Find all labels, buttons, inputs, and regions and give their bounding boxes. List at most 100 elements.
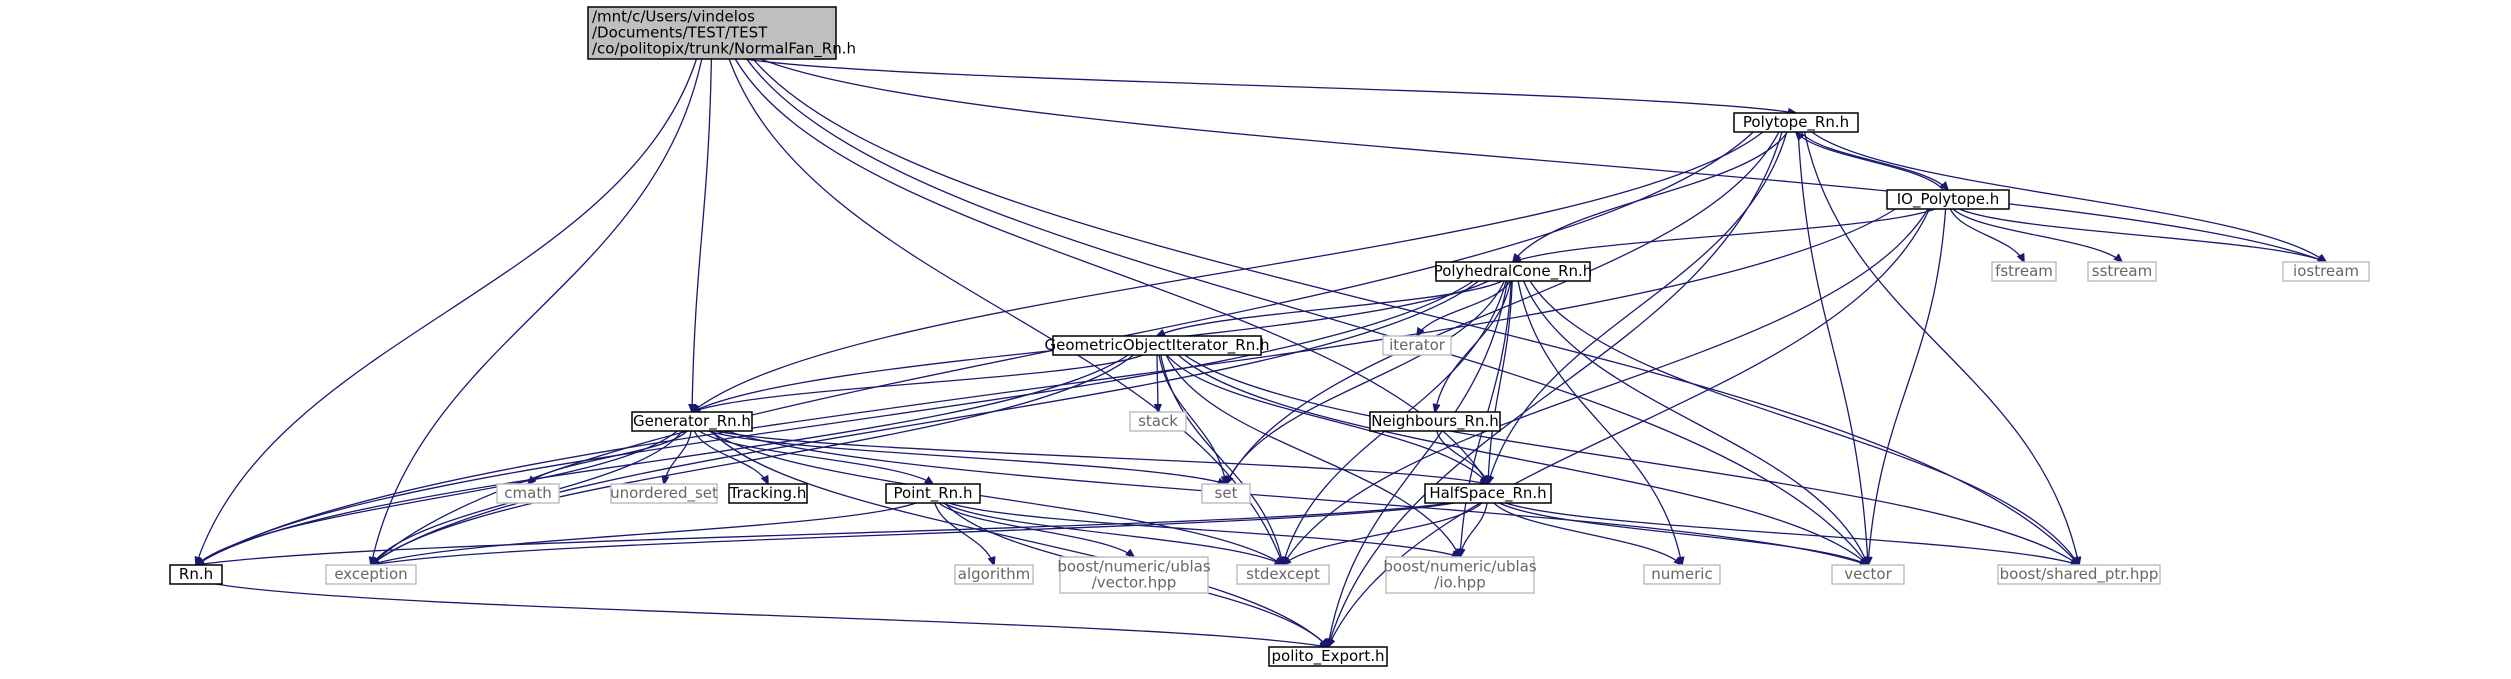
- edge-point-to-exception: [371, 502, 917, 565]
- node-label: Polytope_Rn.h: [1743, 113, 1849, 132]
- node-unordered: unordered_set: [610, 483, 718, 504]
- edge-cone-to-set: [1226, 280, 1505, 484]
- node-box: [1382, 335, 1452, 356]
- node-label: /vector.hpp: [1092, 574, 1177, 592]
- node-label: /io.hpp: [1434, 574, 1485, 592]
- node-box: [1385, 556, 1535, 594]
- node-point[interactable]: Point_Rn.h: [885, 483, 981, 504]
- edge-cone-to-goi: [1157, 280, 1503, 336]
- node-label: boost/numeric/ublas: [1383, 558, 1537, 576]
- edge-goi-to-half: [1166, 354, 1488, 484]
- edge-io-to-vector: [1868, 208, 1947, 565]
- node-box: [954, 564, 1034, 585]
- edge-gen-to-half: [715, 430, 1488, 484]
- node-box: [1052, 335, 1262, 356]
- node-label: polito_Export.h: [1272, 647, 1385, 666]
- edge-goi-to-vector: [1177, 354, 1868, 565]
- node-tracking[interactable]: Tracking.h: [728, 483, 808, 504]
- edge-half-to-ublasio: [1460, 502, 1488, 557]
- edge-cone-to-export: [1328, 280, 1509, 647]
- node-numeric: numeric: [1643, 564, 1721, 585]
- node-label: numeric: [1651, 565, 1712, 583]
- node-label: stack: [1138, 412, 1178, 430]
- node-box: [1991, 261, 2057, 282]
- node-export[interactable]: polito_Export.h: [1268, 646, 1388, 667]
- node-box: [2087, 261, 2157, 282]
- node-algorithm: algorithm: [954, 564, 1034, 585]
- edge-half-to-sharedptr: [1505, 502, 2079, 565]
- edge-gen-to-point: [698, 430, 933, 484]
- edge-cone-to-sharedptr: [1529, 280, 2079, 565]
- node-box: [1236, 564, 1330, 585]
- node-box: [1997, 564, 2161, 585]
- node-label: Tracking.h: [729, 484, 807, 502]
- node-box: [1435, 261, 1591, 282]
- node-box: [1424, 483, 1552, 504]
- node-root[interactable]: /mnt/c/Users/vindelos/Documents/TEST/TES…: [587, 6, 856, 60]
- edge-half-to-numeric: [1493, 502, 1682, 565]
- node-set: set: [1201, 483, 1251, 504]
- node-box: [496, 483, 560, 504]
- node-stack: stack: [1129, 411, 1187, 432]
- edge-gen-to-stdexcept: [709, 430, 1283, 565]
- node-neigh[interactable]: Neighbours_Rn.h: [1369, 411, 1501, 432]
- node-label: /mnt/c/Users/vindelos: [592, 8, 755, 26]
- edge-io-to-cone: [1513, 208, 1936, 262]
- node-label: HalfSpace_Rn.h: [1429, 484, 1546, 503]
- edge-root-to-iostream: [760, 58, 2326, 262]
- node-box: [1643, 564, 1721, 585]
- edge-goi-to-ublasio: [1165, 354, 1460, 557]
- node-label: Rn.h: [179, 565, 213, 583]
- edge-point-to-ublasio: [948, 502, 1460, 557]
- node-goi[interactable]: GeometricObjectIterator_Rn.h: [1044, 335, 1270, 356]
- node-cone[interactable]: PolyhedralCone_Rn.h: [1434, 261, 1593, 282]
- edge-polytope-to-vector: [1797, 131, 1868, 565]
- edge-layer: [196, 58, 2326, 647]
- edge-cone-to-exception: [371, 280, 1480, 565]
- node-polytope[interactable]: Polytope_Rn.h: [1733, 112, 1859, 133]
- node-label: algorithm: [958, 565, 1030, 583]
- node-rn[interactable]: Rn.h: [169, 564, 223, 585]
- edge-root-to-exception: [371, 58, 703, 565]
- edge-root-to-polytope: [744, 58, 1796, 113]
- node-sharedptr: boost/shared_ptr.hpp: [1997, 564, 2161, 585]
- edge-point-to-stdexcept: [943, 502, 1284, 565]
- node-box: [325, 564, 417, 585]
- node-box: [1886, 189, 2010, 210]
- node-box: [587, 6, 837, 60]
- node-box: [2282, 261, 2370, 282]
- node-label: /co/politopix/trunk/NormalFan_Rn.h: [592, 40, 856, 59]
- node-sstream: sstream: [2087, 261, 2157, 282]
- node-ublasvec: boost/numeric/ublas/vector.hpp: [1057, 556, 1211, 594]
- node-label: /Documents/TEST/TEST: [592, 24, 768, 42]
- edge-neigh-to-half: [1435, 430, 1488, 484]
- edge-polytope-to-half: [1488, 131, 1788, 484]
- edge-goi-to-rn: [196, 354, 1129, 565]
- node-layer: /mnt/c/Users/vindelos/Documents/TEST/TES…: [169, 6, 2370, 667]
- edge-gen-to-rn: [196, 430, 678, 565]
- node-label: boost/shared_ptr.hpp: [2000, 565, 2159, 584]
- node-box: [885, 483, 981, 504]
- node-box: [728, 483, 808, 504]
- node-gen[interactable]: Generator_Rn.h: [631, 411, 753, 432]
- edge-goi-to-gen: [692, 354, 1144, 412]
- node-label: cmath: [504, 484, 551, 502]
- node-half[interactable]: HalfSpace_Rn.h: [1424, 483, 1552, 504]
- node-label: PolyhedralCone_Rn.h: [1434, 262, 1593, 281]
- node-label: stdexcept: [1246, 565, 1320, 583]
- edge-cone-to-rn: [196, 280, 1474, 565]
- node-box: [631, 411, 753, 432]
- node-stdexcept: stdexcept: [1236, 564, 1330, 585]
- edge-io-to-sstream: [1952, 208, 2122, 262]
- node-box: [169, 564, 223, 585]
- edge-polytope-to-export: [1328, 131, 1783, 647]
- edge-io-to-polytope: [1796, 132, 1944, 191]
- edge-half-to-rn: [196, 502, 1450, 565]
- node-vector: vector: [1831, 564, 1905, 585]
- edge-half-to-vector: [1499, 502, 1868, 565]
- edge-goi-to-stack: [1157, 354, 1158, 412]
- node-io[interactable]: IO_Polytope.h: [1886, 189, 2010, 210]
- edge-goi-to-stdexcept: [1160, 354, 1283, 565]
- edge-gen-to-set: [707, 430, 1226, 484]
- edge-cone-to-numeric: [1517, 280, 1682, 565]
